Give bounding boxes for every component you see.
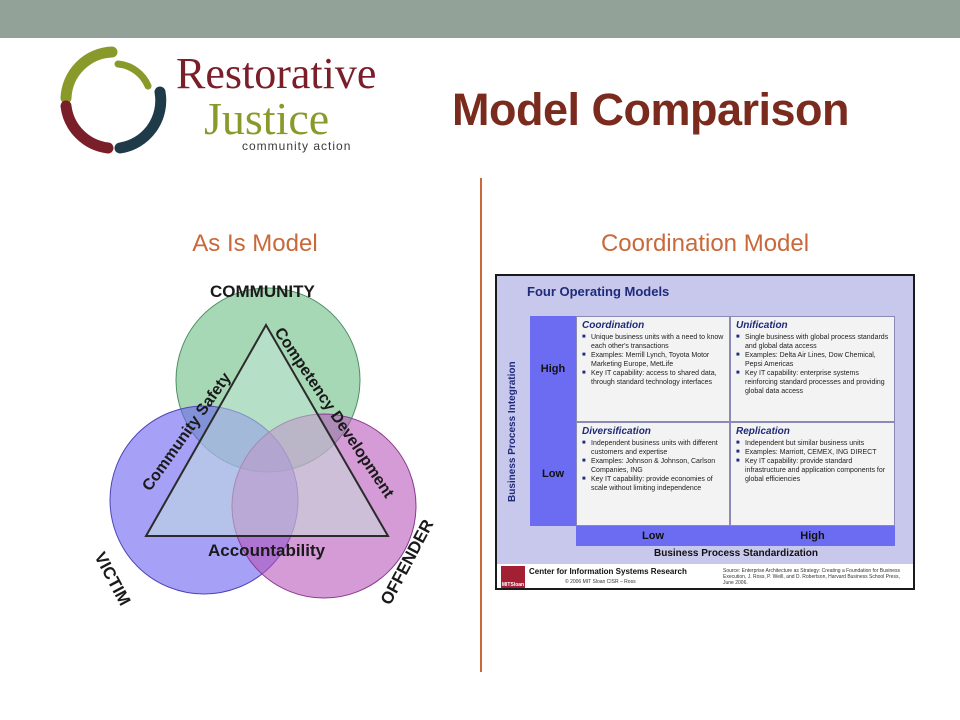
coordination-model-heading: Coordination Model xyxy=(600,230,810,257)
restorative-justice-venn-diagram: COMMUNITY Community Safety Competency De… xyxy=(90,282,437,609)
community-label: COMMUNITY xyxy=(210,282,315,301)
page-title: Model Comparison xyxy=(452,84,850,135)
row-label-low: Low xyxy=(530,422,576,526)
cell-bullet: Examples: Johnson & Johnson, Carlson Com… xyxy=(582,457,724,475)
offender-circle xyxy=(231,413,417,599)
cell-bullet: Examples: Delta Air Lines, Dow Chemical,… xyxy=(736,351,889,369)
mit-logo-text: MITSloan xyxy=(501,582,525,588)
logo-line1: Restorative xyxy=(176,49,376,98)
cell-bullet: Independent but similar business units xyxy=(736,439,889,448)
y-axis-label: Business Process Integration xyxy=(507,361,518,502)
row-label-high: High xyxy=(530,316,576,422)
logo-line3: community action xyxy=(242,139,351,153)
cell-bullet: Key IT capability: provide economies of … xyxy=(582,475,724,493)
mit-sloan-logo: MITSloan xyxy=(501,566,525,588)
accountability-label: Accountability xyxy=(208,541,326,560)
research-center-name: Center for Information Systems Research xyxy=(529,567,687,576)
as-is-model-heading: As Is Model xyxy=(192,230,318,257)
figure-title: Four Operating Models xyxy=(527,284,670,299)
restorative-justice-logo: Restorative Justice community action xyxy=(60,46,376,154)
cell-replication: Replication Independent but similar busi… xyxy=(730,422,895,526)
cell-bullet: Key IT capability: access to shared data… xyxy=(582,369,724,387)
copyright-text: © 2006 MIT Sloan CISR – Ross xyxy=(565,579,636,585)
cell-title: Diversification xyxy=(582,426,651,437)
cell-bullet: Examples: Marriott, CEMEX, ING DIRECT xyxy=(736,448,889,457)
cell-bullet: Unique business units with a need to kno… xyxy=(582,333,724,351)
cell-title: Coordination xyxy=(582,320,645,331)
logo-line2: Justice xyxy=(204,93,329,144)
cell-bullet: Independent business units with differen… xyxy=(582,439,724,457)
values-triangle xyxy=(144,322,390,537)
cell-coordination: Coordination Unique business units with … xyxy=(576,316,730,422)
cell-bullet: Examples: Merrill Lynch, Toyota Motor Ma… xyxy=(582,351,724,369)
figure-footer: MITSloan Center for Information Systems … xyxy=(497,564,913,588)
source-citation: Source: Enterprise Architecture as Strat… xyxy=(723,568,901,586)
cell-bullet: Key IT capability: enterprise systems re… xyxy=(736,369,889,396)
col-label-low: Low xyxy=(576,526,730,546)
four-operating-models-figure: Four Operating Models Business Process I… xyxy=(495,274,915,590)
cell-diversification: Diversification Independent business uni… xyxy=(576,422,730,526)
x-axis-label: Business Process Standardization xyxy=(654,548,818,559)
cell-title: Replication xyxy=(736,426,790,437)
cell-bullet: Single business with global process stan… xyxy=(736,333,889,351)
column-divider xyxy=(480,178,482,672)
cell-title: Unification xyxy=(736,320,788,331)
top-bar xyxy=(0,0,960,38)
cell-unification: Unification Single business with global … xyxy=(730,316,895,422)
cell-bullet: Key IT capability: provide standard infr… xyxy=(736,457,889,484)
victim-label: VICTIM xyxy=(90,549,134,609)
col-label-high: High xyxy=(730,526,895,546)
